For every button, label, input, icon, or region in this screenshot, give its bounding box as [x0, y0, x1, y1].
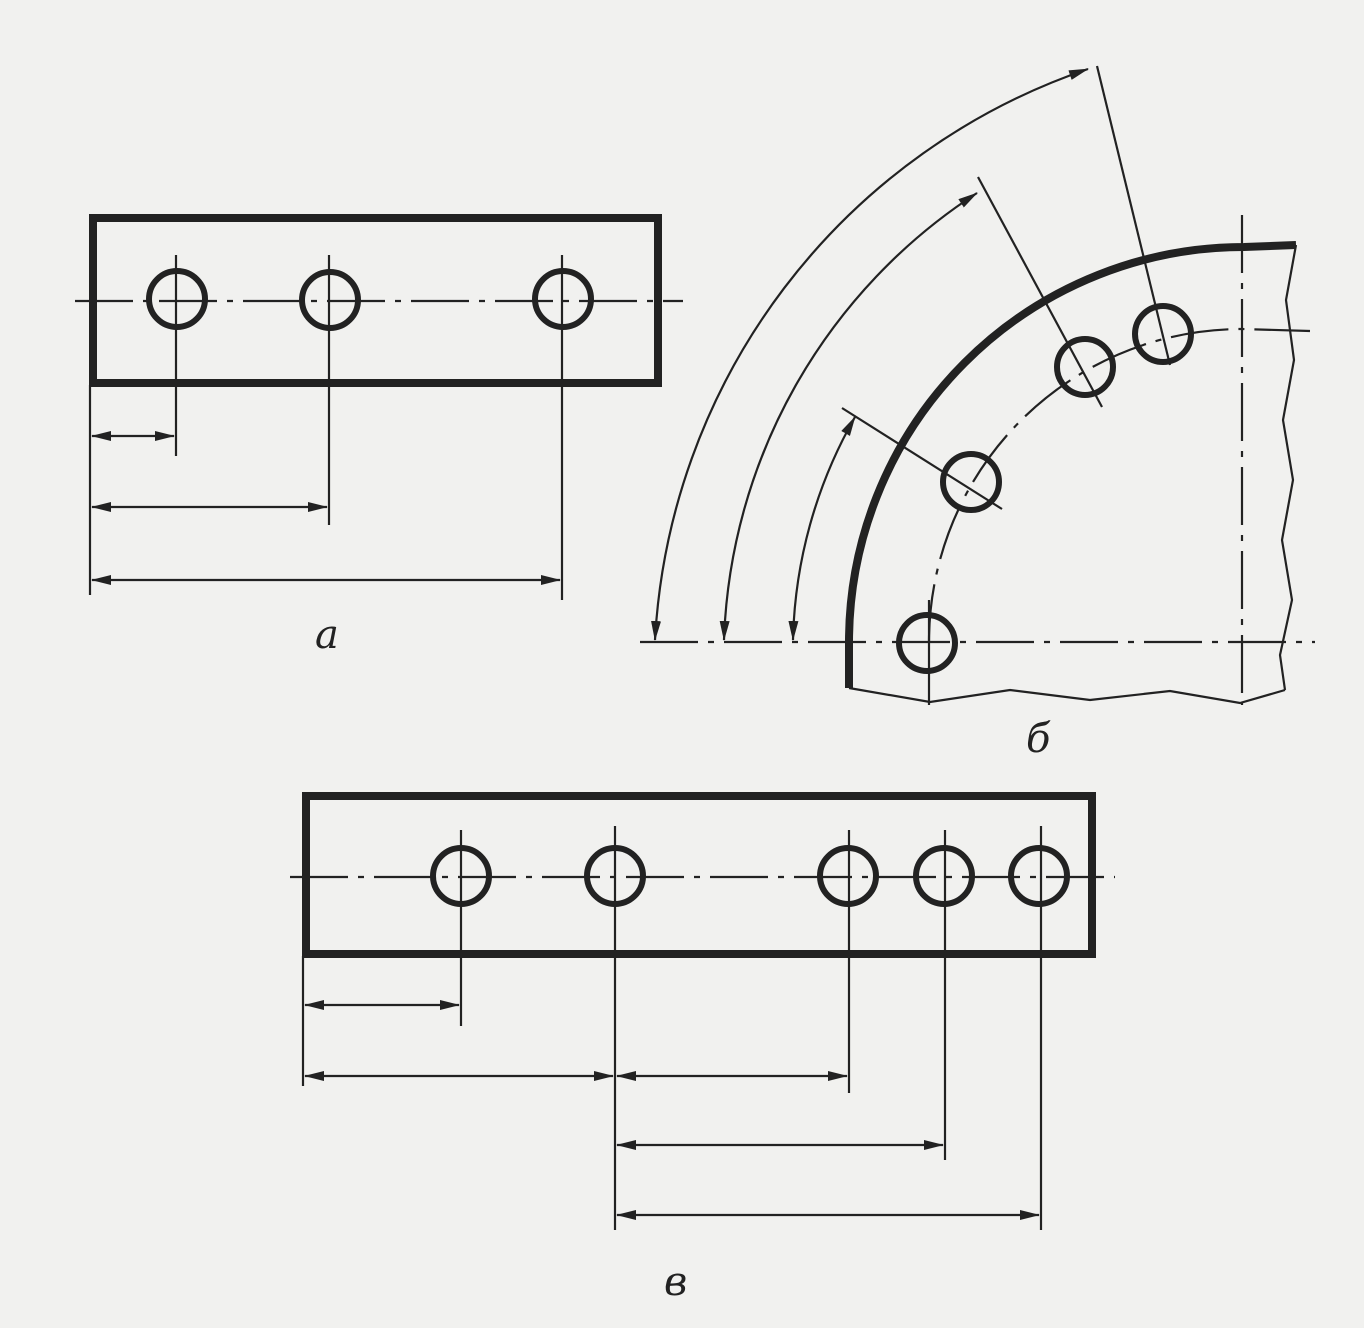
angle-dim-arc-3 — [651, 67, 1089, 641]
radial-line-hole-b2 — [841, 407, 1003, 510]
bolt-circle-b — [927, 327, 1311, 643]
flange-break-bottom — [848, 686, 1286, 705]
angle-dim-arc-1 — [788, 416, 856, 641]
angle-dim-arc-2 — [719, 192, 978, 641]
flange-break-right — [1278, 244, 1298, 691]
caption-a: а — [315, 612, 339, 658]
figure-b: б — [640, 65, 1315, 762]
hole-b3 — [1054, 336, 1116, 398]
flange-outer-arc — [845, 241, 1297, 688]
plate-v — [302, 792, 1096, 958]
caption-b: б — [1026, 716, 1051, 762]
radial-line-hole-b3 — [977, 176, 1103, 408]
figure-v: в — [290, 792, 1115, 1305]
hole-b4 — [1132, 303, 1194, 365]
radial-line-hole-b4 — [1095, 65, 1172, 366]
figure-a: а — [75, 214, 683, 658]
caption-v: в — [664, 1259, 687, 1305]
hole-v5 — [1008, 845, 1070, 907]
